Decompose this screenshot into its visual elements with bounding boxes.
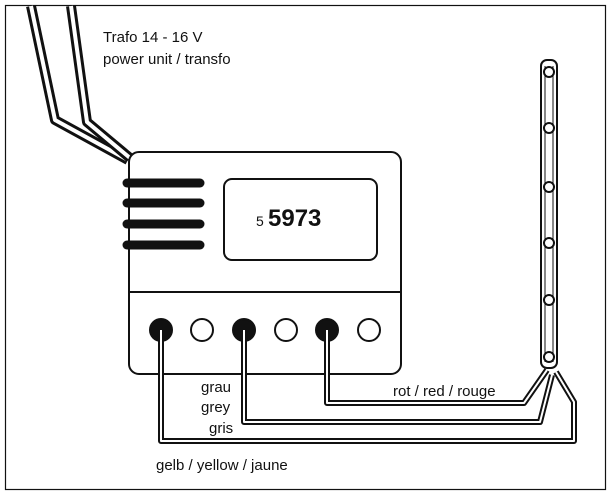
- connector-ribs: [122, 178, 205, 250]
- diagram-frame: [4, 4, 607, 491]
- wire-label-grey-en: grey: [201, 399, 231, 416]
- terminal-2: [190, 318, 214, 342]
- signal-lamp: [543, 351, 555, 363]
- wire-label-red: rot / red / rouge: [393, 383, 496, 400]
- signal-lamp: [543, 181, 555, 193]
- transformer-label-line1: Trafo 14 - 16 V: [103, 29, 203, 46]
- decoder-prefix: 5: [256, 213, 264, 229]
- wire-grey: [241, 330, 555, 425]
- signal-lamp: [543, 122, 555, 134]
- wire-yellow: [158, 330, 577, 444]
- power-cable: [26, 4, 134, 165]
- wire-red: [324, 330, 550, 406]
- signal-lamp: [543, 66, 555, 78]
- decoder-display: 5 5973: [223, 178, 378, 261]
- signal-lamp: [543, 294, 555, 306]
- terminal-6: [357, 318, 381, 342]
- wire-label-grey-fr: gris: [209, 420, 233, 437]
- wire-label-grey-de: grau: [201, 379, 231, 396]
- decoder-number: 5973: [268, 205, 321, 232]
- wire-label-yellow: gelb / yellow / jaune: [156, 457, 288, 474]
- transformer-label-line2: power unit / transfo: [103, 51, 231, 68]
- terminal-4: [274, 318, 298, 342]
- signal-lamp: [543, 237, 555, 249]
- signal-mast: [540, 59, 558, 369]
